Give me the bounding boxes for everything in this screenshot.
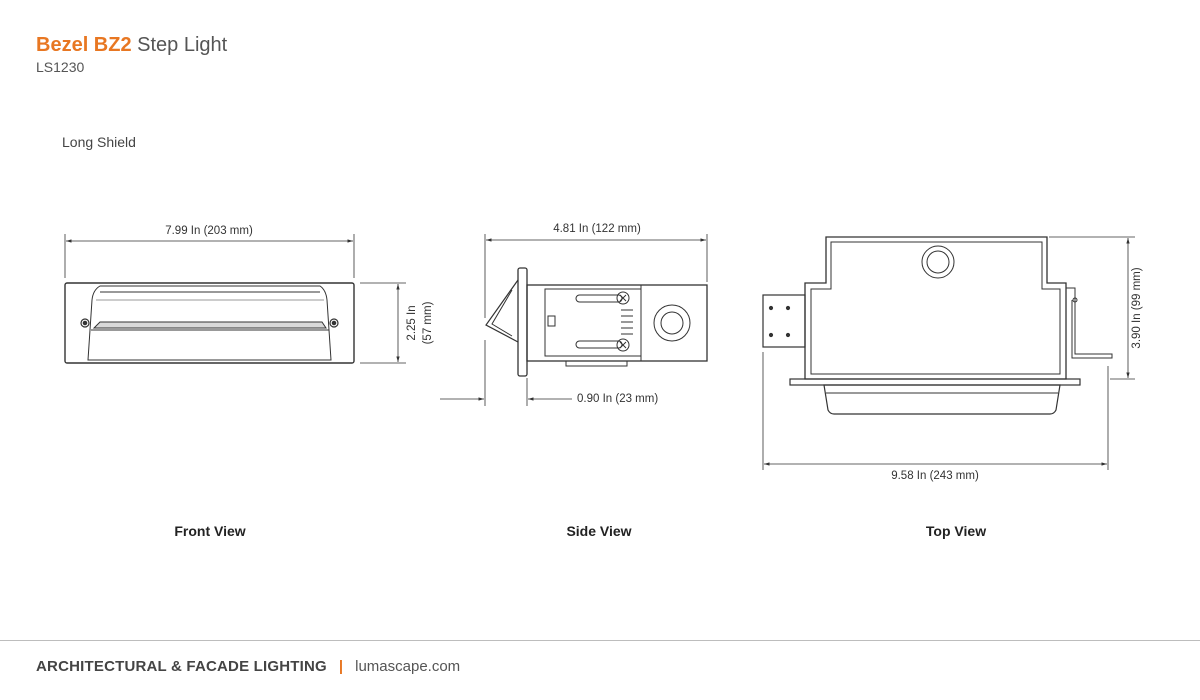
footer-divider [0,640,1200,641]
product-brand-name: Bezel BZ2 [36,34,132,56]
top-width-dimension: 9.58 In (243 mm) [891,470,979,482]
side-view-drawing [440,234,708,406]
footer: ARCHITECTURAL & FACADE LIGHTING | lumascap… [36,658,460,675]
front-width-dimension: 7.99 In (203 mm) [165,225,253,237]
side-depth-dimension: 0.90 In (23 mm) [577,393,658,405]
side-view-label: Side View [566,523,632,539]
variant-label: Long Shield [62,134,136,150]
page-title: Bezel BZ2 Step Light [36,33,227,57]
top-view-drawing [762,236,1135,470]
top-height-dimension: 3.90 In (99 mm) [1131,267,1143,348]
top-view-label: Top View [925,523,987,539]
footer-website-link[interactable]: lumascape.com [355,658,461,675]
product-type: Step Light [137,34,228,56]
technical-drawing: 7.99 In (203 mm) 2.25 In (57 mm) [64,223,1143,482]
front-view-drawing [64,234,406,364]
footer-separator: | [338,658,344,675]
footer-company: ARCHITECTURAL & FACADE LIGHTING [36,658,327,675]
model-number: LS1230 [36,59,85,75]
front-height-dimension-in: 2.25 In [406,305,418,340]
side-width-dimension: 4.81 In (122 mm) [553,223,641,235]
front-view-label: Front View [174,523,246,539]
front-height-dimension-mm: (57 mm) [422,301,434,344]
